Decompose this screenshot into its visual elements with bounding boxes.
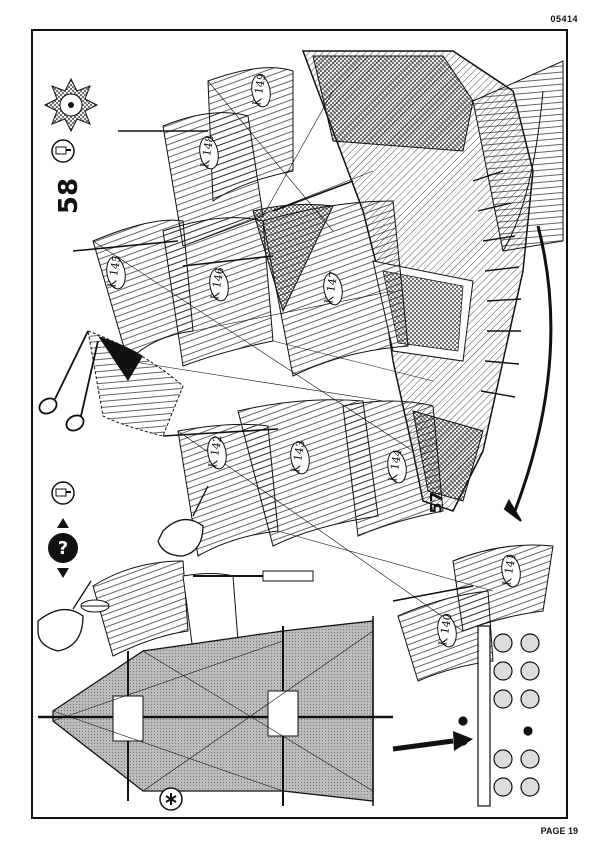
scissors-icon (38, 330, 99, 432)
sun-badge-icon (43, 77, 99, 133)
step-number-secondary: 57 (426, 491, 446, 514)
question-mark-icon: ? (48, 518, 78, 578)
paint-asterisk-icon (159, 787, 183, 811)
svg-text:?: ? (58, 538, 68, 559)
small-sail-assembly (80, 560, 314, 657)
glue-tube-icon (51, 481, 75, 505)
mast-spars (72, 130, 474, 602)
front-sails (397, 544, 554, 682)
glue-tube-icon (51, 139, 75, 163)
detail-arrow (392, 738, 454, 752)
rigging-lines (92, 80, 494, 632)
painted-sails-assembly (38, 616, 393, 806)
curved-arrow (511, 225, 553, 517)
ship-assembly-illustration: ? (37, 50, 564, 811)
stern-sail (472, 60, 564, 252)
sail-template (87, 330, 184, 437)
document-code: 05414 (550, 14, 578, 24)
step-number-main: 58 (54, 177, 85, 215)
instruction-frame: ? (31, 29, 568, 819)
deadeye-detail (458, 625, 540, 807)
hands-threading (37, 485, 209, 652)
page-label: PAGE 19 (540, 826, 578, 836)
sail-label-ovals (106, 74, 521, 648)
